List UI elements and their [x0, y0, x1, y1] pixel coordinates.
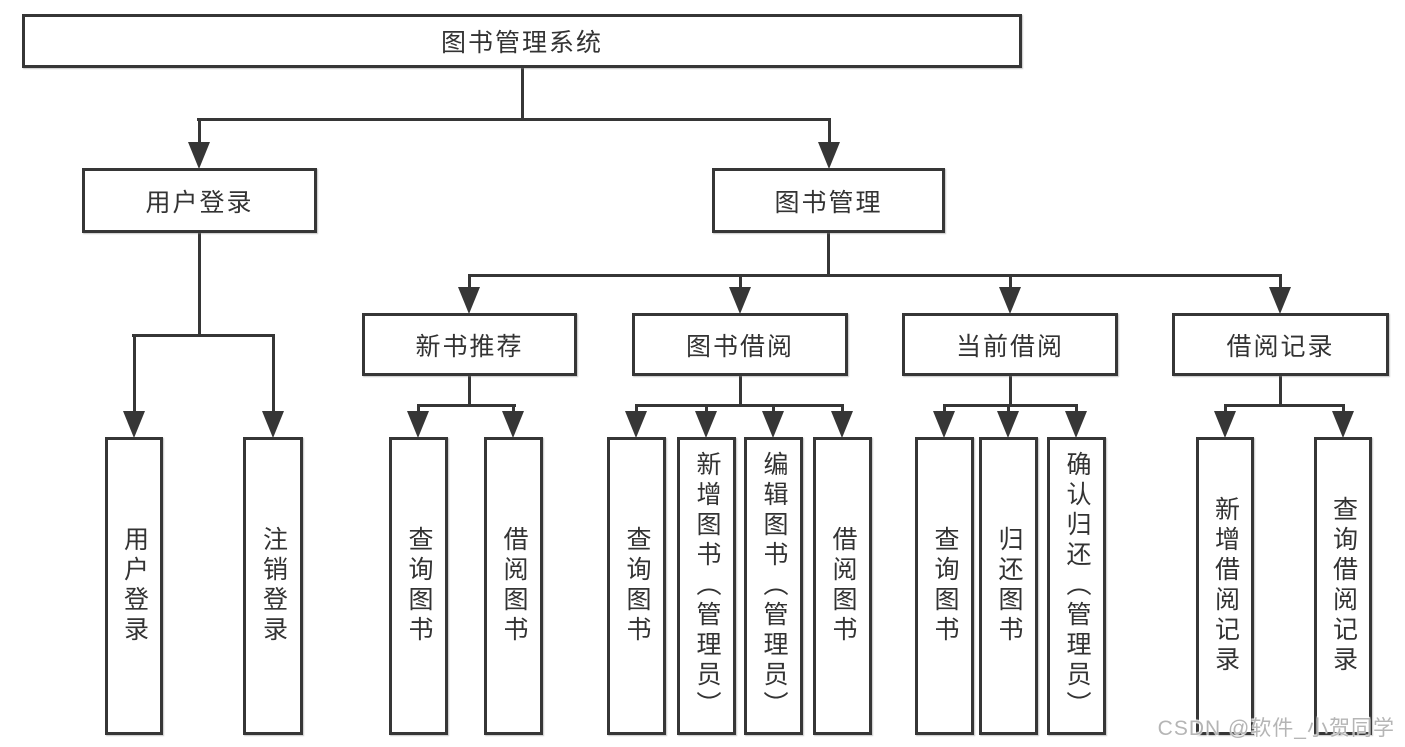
arrow-down-icon — [1332, 411, 1354, 438]
arrow-down-icon — [262, 411, 284, 438]
connector-line — [521, 68, 524, 121]
node-user-login: 用户登录 — [82, 168, 317, 233]
connector-line — [468, 376, 471, 407]
arrow-down-icon — [729, 287, 751, 314]
connector-line — [1009, 274, 1012, 290]
leaf-user-login: 用户登录 — [105, 437, 163, 735]
connector-line — [198, 233, 201, 337]
arrow-down-icon — [1269, 287, 1291, 314]
connector-line — [1075, 404, 1078, 416]
connector-line — [943, 404, 946, 416]
arrow-down-icon — [502, 411, 524, 438]
leaf-current-return-book: 归还图书 — [979, 437, 1038, 735]
arrow-down-icon — [999, 287, 1021, 314]
node-book-borrow: 图书借阅 — [632, 313, 848, 376]
connector-line — [1224, 404, 1227, 416]
connector-line — [1009, 376, 1012, 407]
connector-line — [1007, 404, 1010, 416]
node-root: 图书管理系统 — [22, 14, 1022, 68]
leaf-borrow-query-book: 查询图书 — [607, 437, 666, 735]
connector-line — [828, 118, 831, 146]
node-borrow-records: 借阅记录 — [1172, 313, 1389, 376]
connector-line — [198, 118, 201, 146]
arrow-down-icon — [831, 411, 853, 438]
connector-line — [635, 404, 638, 416]
watermark: CSDN @软件_小贺同学 — [1157, 717, 1395, 740]
leaf-rec-query-book: 查询图书 — [389, 437, 448, 735]
arrow-down-icon — [1065, 411, 1087, 438]
arrow-down-icon — [1214, 411, 1236, 438]
node-book-management: 图书管理 — [712, 168, 945, 233]
connector-line — [772, 404, 775, 416]
arrow-down-icon — [458, 287, 480, 314]
connector-line — [841, 404, 844, 416]
connector-line — [197, 118, 831, 121]
connector-line — [1224, 404, 1345, 407]
connector-line — [1279, 274, 1282, 290]
node-new-book-recommend: 新书推荐 — [362, 313, 577, 376]
connector-line — [417, 404, 516, 407]
connector-line — [705, 404, 708, 416]
connector-line — [417, 404, 420, 416]
connector-line — [1279, 376, 1282, 407]
leaf-logout-login: 注销登录 — [243, 437, 303, 735]
leaf-records-add-record: 新增借阅记录 — [1196, 437, 1254, 735]
leaf-borrow-borrow-book: 借阅图书 — [813, 437, 872, 735]
arrow-down-icon — [407, 411, 429, 438]
connector-line — [132, 334, 275, 337]
arrow-down-icon — [933, 411, 955, 438]
connector-line — [1342, 404, 1345, 416]
connector-line — [468, 274, 1282, 277]
connector-line — [512, 404, 515, 416]
arrow-down-icon — [123, 411, 145, 438]
arrow-down-icon — [695, 411, 717, 438]
connector-line — [272, 334, 275, 414]
connector-line — [468, 274, 471, 290]
leaf-borrow-edit-book-admin: 编辑图书（管理员） — [744, 437, 803, 735]
connector-line — [635, 404, 844, 407]
arrow-down-icon — [188, 142, 210, 169]
arrow-down-icon — [997, 411, 1019, 438]
connector-line — [943, 404, 1078, 407]
leaf-rec-borrow-book: 借阅图书 — [484, 437, 543, 735]
leaf-records-query-record: 查询借阅记录 — [1314, 437, 1372, 735]
arrow-down-icon — [625, 411, 647, 438]
leaf-current-query-book: 查询图书 — [915, 437, 974, 735]
leaf-borrow-add-book-admin: 新增图书（管理员） — [677, 437, 736, 735]
connector-line — [739, 274, 742, 290]
connector-line — [827, 233, 830, 277]
leaf-current-confirm-return-admin: 确认归还（管理员） — [1047, 437, 1106, 735]
connector-line — [133, 334, 136, 414]
arrow-down-icon — [762, 411, 784, 438]
connector-line — [739, 376, 742, 407]
node-current-borrow: 当前借阅 — [902, 313, 1118, 376]
arrow-down-icon — [818, 142, 840, 169]
